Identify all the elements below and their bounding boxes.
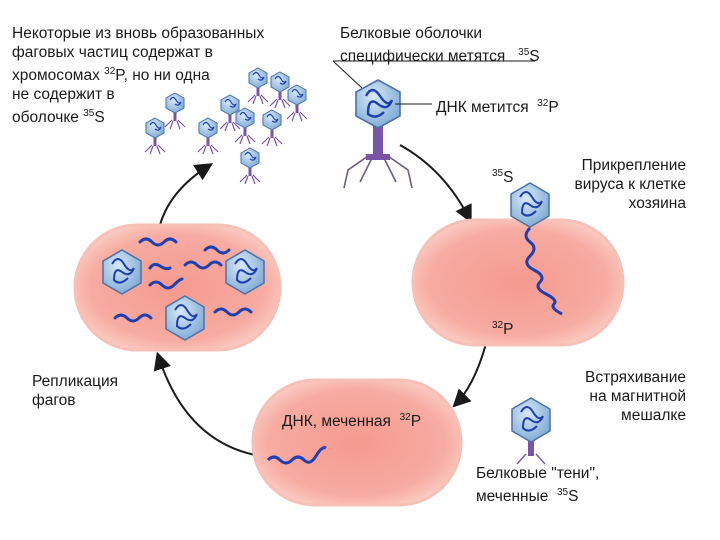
labeled-phage [343,79,413,189]
label-protein-ghosts: Белковые "тени", меченные 35S [476,465,600,505]
label-attachment: Прикрепление вируса к клетке хозяина [574,157,686,212]
label-shaking: Встряхивание на магнитной мешалке [585,369,686,424]
note-top-left: Некоторые из вновь образованных фаговых … [12,25,265,126]
cell-right [411,218,625,347]
bottom-cell-dna [266,446,327,465]
arrow-bottom-left [153,351,256,456]
injected-dna [524,226,563,316]
label-dna-labeled: ДНК метится 32P [436,98,559,116]
arrow-left-top [159,163,214,226]
arrow-top-right [399,144,472,224]
protein-ghost [511,397,551,465]
protein-leader-line [332,60,363,89]
arrow-right-bottom [452,339,488,408]
label-attached-35s: 35S [492,168,514,186]
cell-bottom [251,378,463,507]
label-replication: Репликация фагов [32,373,119,409]
attached-phage [510,182,550,228]
label-attached-32p: 32P [492,320,514,338]
left-cell-dna [113,237,253,323]
label-protein-coats: Белковые оболочки специфически метятся 3… [340,25,540,65]
label-labeled-dna: ДНК, меченная 32P [282,412,422,430]
